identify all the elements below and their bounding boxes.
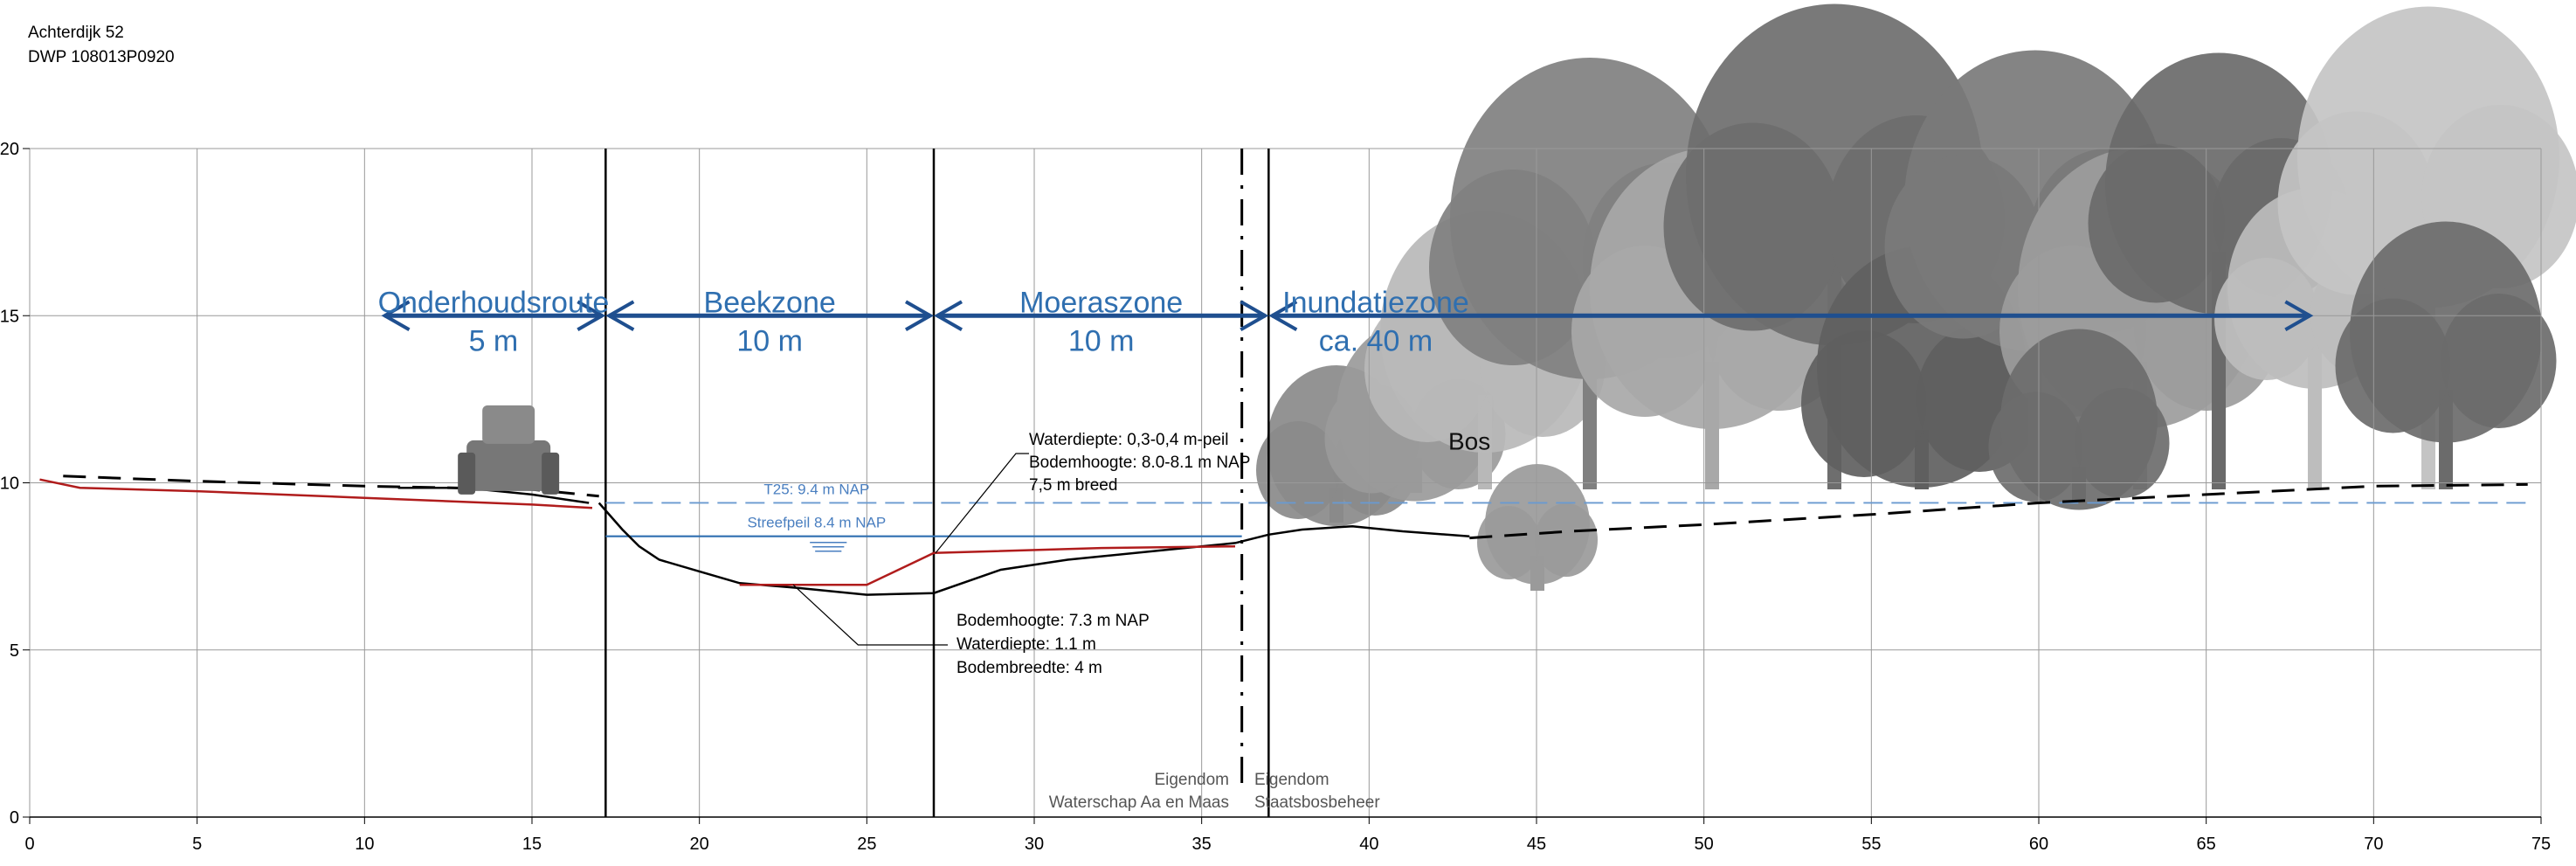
tree-icon xyxy=(1988,329,2170,510)
x-tick-label: 45 xyxy=(1527,835,1546,854)
ownership-right-2: Staatsbosbeheer xyxy=(1254,793,1380,812)
x-tick-label: 10 xyxy=(355,835,374,854)
bos-label: Bos xyxy=(1448,427,1490,454)
arrow-head-icon xyxy=(1268,300,1298,331)
annotations: Waterdiepte: 0,3-0,4 m-peilBodemhoogte: … xyxy=(792,427,1490,812)
arrow-head-icon xyxy=(1240,300,1269,331)
y-tick-label: 0 xyxy=(10,808,19,828)
arrow-head-icon xyxy=(577,300,606,331)
trees-illustration xyxy=(1256,3,2576,591)
x-tick-label: 40 xyxy=(1359,835,1378,854)
y-tick-label: 5 xyxy=(10,641,19,661)
arrow-head-icon xyxy=(905,300,935,331)
arrow-head-icon xyxy=(2284,300,2314,331)
profile-existing xyxy=(597,502,1470,596)
t25-label: T25: 9.4 m NAP xyxy=(763,481,869,497)
x-tick-label: 55 xyxy=(1861,835,1881,854)
ownership-right-1: Eigendom xyxy=(1254,771,1329,789)
ownership-left-2: Waterschap Aa en Maas xyxy=(1049,793,1229,812)
x-tick-label: 35 xyxy=(1192,835,1212,854)
tree-icon xyxy=(2335,221,2557,489)
ground-profiles xyxy=(39,475,2528,596)
annotation-upper-line: 7,5 m breed xyxy=(1029,476,1117,495)
zone-name: Moeraszone xyxy=(1019,286,1183,319)
annotation-lower-line: Waterdiepte: 1.1 m xyxy=(957,635,1096,654)
x-tick-label: 50 xyxy=(1695,835,1714,854)
x-tick-label: 0 xyxy=(24,835,34,854)
zone-width: 10 m xyxy=(1068,324,1135,357)
x-tick-label: 65 xyxy=(2197,835,2216,854)
annotation-upper-line: Bodemhoogte: 8.0-8.1 m NAP xyxy=(1029,454,1250,472)
arrow-head-icon xyxy=(605,300,635,331)
tractor-icon xyxy=(458,405,560,495)
zone-width: ca. 40 m xyxy=(1319,324,1433,357)
tree-icon xyxy=(1477,464,1598,591)
annotation-lower-line: Bodemhoogte: 7.3 m NAP xyxy=(957,612,1150,630)
annotation-upper-line: Waterdiepte: 0,3-0,4 m-peil xyxy=(1029,431,1228,449)
y-tick-label: 10 xyxy=(0,475,19,494)
profile-new-left xyxy=(39,478,593,509)
zone-labels: Onderhoudsroute 5 m Beekzone 10 m Moeraszone… xyxy=(378,286,2314,357)
project-title: Achterdijk 52 xyxy=(28,24,124,42)
x-tick-label: 25 xyxy=(857,835,876,854)
tractor-wheel xyxy=(542,452,560,495)
tractor-cabin xyxy=(482,405,535,444)
x-tick-label: 15 xyxy=(522,835,542,854)
leader-line xyxy=(792,584,948,646)
x-tick-label: 20 xyxy=(690,835,709,854)
profile-existing-left xyxy=(397,486,590,504)
header: Achterdijk 52 DWP 108013P0920 xyxy=(28,21,175,70)
zone-name: Beekzone xyxy=(704,286,836,319)
streefpeil-label: Streefpeil 8.4 m NAP xyxy=(747,515,886,531)
zone-width: 5 m xyxy=(469,324,519,357)
x-tick-label: 70 xyxy=(2364,835,2383,854)
zone-name: Onderhoudsroute xyxy=(378,286,610,319)
x-tick-label: 5 xyxy=(192,835,202,854)
tractor-wheel xyxy=(458,452,476,495)
x-tick-label: 30 xyxy=(1025,835,1044,854)
annotation-lower-line: Bodembreedte: 4 m xyxy=(957,659,1102,677)
y-tick-label: 15 xyxy=(0,307,19,326)
ownership-left-1: Eigendom xyxy=(1154,771,1229,789)
x-tick-label: 75 xyxy=(2531,835,2551,854)
arrow-head-icon xyxy=(933,300,963,331)
arrow-head-icon xyxy=(381,300,411,331)
zone-boundaries xyxy=(604,149,1270,817)
zone-name: Inundatiezone xyxy=(1282,286,1469,319)
zone-width: 10 m xyxy=(736,324,803,357)
x-tick-label: 60 xyxy=(2029,835,2048,854)
y-tick-label: 20 xyxy=(0,140,19,159)
project-code: DWP 108013P0920 xyxy=(28,48,175,66)
tractor-body xyxy=(466,440,551,491)
water-levels: T25: 9.4 m NAP Streefpeil 8.4 m NAP xyxy=(605,481,2528,552)
leader-line xyxy=(935,453,1029,554)
existing-ground-dashed-right xyxy=(1469,482,2528,540)
profile-new-channel xyxy=(739,544,1236,586)
